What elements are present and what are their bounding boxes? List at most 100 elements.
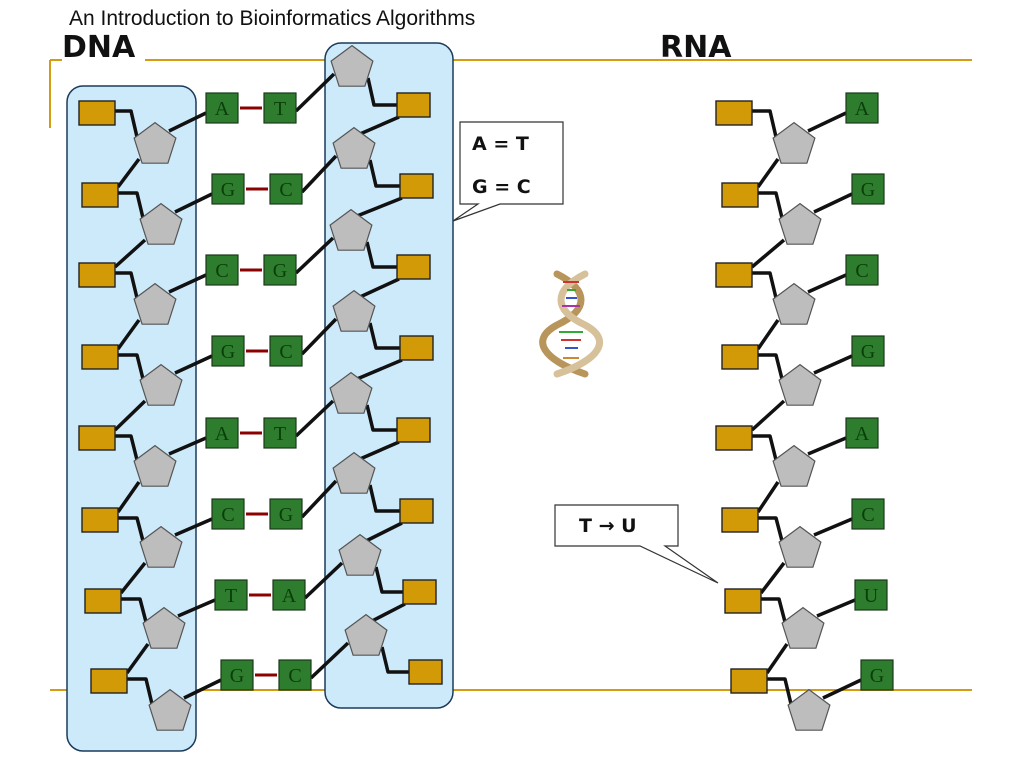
- dna-left-phosphate-0: [78, 100, 116, 126]
- dna-right-phosphate-6: [402, 579, 437, 605]
- dna-right-base-5: [269, 498, 303, 530]
- dna-right-base-3: [269, 335, 303, 367]
- dna-left-sugar-base-link-4: [168, 436, 207, 456]
- dna-left-chain-1: [113, 238, 147, 269]
- rna-base-1: [851, 173, 885, 205]
- dna-left-phosphate-6: [84, 588, 122, 614]
- dna-right-base-6: [272, 579, 306, 611]
- dna-left-base-2: [205, 254, 239, 286]
- dna-right-sugar-base-link-2: [294, 236, 335, 275]
- dna-right-sugar-base-link-6: [303, 561, 344, 600]
- rna-backbone-6: [761, 597, 787, 623]
- rna-sugar-7: [787, 688, 831, 731]
- slide-header: An Introduction to Bioinformatics Algori…: [69, 7, 476, 30]
- rna-chain-3: [750, 399, 786, 432]
- dna-left-chain-0: [116, 157, 141, 189]
- rna-phosphate-0: [715, 100, 753, 126]
- dna-right-sugar-5: [332, 451, 376, 494]
- dna-left-backbone-1: [118, 191, 145, 219]
- rna-sugar-6: [781, 606, 825, 649]
- rna-sugar-base-link-0: [807, 111, 847, 133]
- dna-left-sugar-5: [139, 525, 183, 568]
- dna-left-base-0: [205, 92, 239, 124]
- rna-phosphate-6: [724, 588, 762, 614]
- dna-left-backbone-5: [118, 516, 145, 542]
- rna-sugar-0: [772, 121, 816, 164]
- rna-base-0: [845, 92, 879, 124]
- dna-right-chain-3: [356, 358, 403, 381]
- dna-left-base-label-6: T: [225, 585, 237, 607]
- substitution-label: T → U: [579, 515, 637, 537]
- rna-backbone-2: [752, 271, 778, 299]
- dna-left-chain-2: [116, 318, 141, 351]
- dna-left-base-label-5: C: [221, 504, 234, 526]
- dna-right-backbone-4: [365, 404, 397, 432]
- dna-right-sugar-2: [329, 208, 373, 251]
- substitution-callout-box: [554, 504, 719, 584]
- dna-left-sugar-7: [148, 688, 192, 731]
- dna-left-base-6: [214, 579, 248, 611]
- pairing-line-at: A = T: [472, 133, 529, 155]
- rna-base-label-7: G: [870, 665, 884, 687]
- rna-sugar-base-link-1: [813, 192, 853, 214]
- dna-right-sugar-base-link-3: [300, 317, 338, 356]
- dna-left-backbone-7: [127, 677, 154, 705]
- dna-left-base-7: [220, 659, 254, 691]
- dna-left-sugar-base-link-0: [168, 111, 207, 133]
- dna-right-base-label-3: C: [279, 341, 292, 363]
- dna-right-sugar-0: [330, 44, 374, 87]
- rna-phosphate-4: [715, 425, 753, 451]
- dna-left-sugar-base-link-7: [183, 678, 222, 700]
- rna-base-4: [845, 417, 879, 449]
- rna-sugar-4: [772, 444, 816, 487]
- rna-base-5: [851, 498, 885, 530]
- rna-backbone-4: [752, 434, 778, 461]
- dna-left-base-3: [211, 335, 245, 367]
- rna-base-7: [860, 659, 894, 691]
- dna-left-sugar-base-link-5: [174, 517, 213, 537]
- dna-left-sugar-6: [142, 606, 186, 649]
- dna-right-backbone-3: [368, 322, 400, 350]
- dna-right-phosphate-5: [399, 498, 434, 524]
- dna-right-phosphate-4: [396, 417, 431, 443]
- dna-right-base-label-4: T: [274, 423, 286, 445]
- rna-phosphate-3: [721, 344, 759, 370]
- dna-right-base-1: [269, 173, 303, 205]
- dna-left-phosphate-5: [81, 507, 119, 533]
- rna-backbone-1: [758, 191, 784, 219]
- dna-left-phosphate-2: [78, 262, 116, 288]
- dna-left-backbone-3: [118, 353, 145, 380]
- dna-right-sugar-base-link-5: [300, 479, 338, 519]
- dna-title: DNA: [62, 30, 136, 65]
- pairing-callout-box: [452, 121, 564, 222]
- dna-right-backbone-1: [368, 159, 400, 188]
- dna-right-sugar-4: [329, 371, 373, 414]
- dna-left-base-label-7: G: [230, 665, 244, 687]
- dna-right-phosphate-3: [399, 335, 434, 361]
- dna-left-chain-4: [116, 480, 141, 514]
- dna-right-sugar-base-link-7: [309, 641, 350, 680]
- rna-chain-1: [750, 238, 786, 269]
- dna-right-chain-1: [356, 196, 403, 218]
- dna-left-base-label-3: G: [221, 341, 235, 363]
- dna-right-chain-6: [371, 602, 406, 623]
- rna-base-3: [851, 335, 885, 367]
- dna-left-chain-3: [113, 399, 147, 432]
- rna-phosphate-5: [721, 507, 759, 533]
- dna-right-chain-0: [359, 115, 400, 136]
- rna-sugar-base-link-5: [813, 517, 853, 537]
- left-strand-highlight: [66, 85, 197, 752]
- dna-right-base-2: [263, 254, 297, 286]
- dna-left-sugar-2: [133, 282, 177, 325]
- rna-base-6: [854, 579, 888, 611]
- rna-base-label-4: A: [855, 423, 870, 445]
- rna-backbone-5: [758, 516, 784, 542]
- dna-left-sugar-4: [133, 444, 177, 487]
- dna-right-sugar-7: [344, 613, 388, 656]
- dna-left-phosphate-1: [81, 182, 119, 208]
- rna-base-label-5: C: [861, 504, 874, 526]
- dna-left-sugar-base-link-6: [177, 598, 216, 618]
- dna-right-base-label-1: C: [279, 179, 292, 201]
